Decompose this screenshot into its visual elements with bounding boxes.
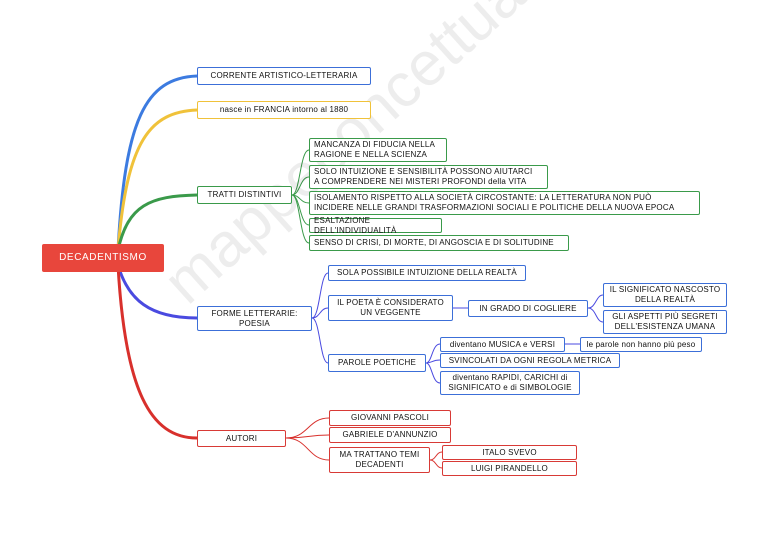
link-corrente	[116, 74, 198, 251]
tratti-item[interactable]: SENSO DI CRISI, DI MORTE, DI ANGOSCIA E …	[309, 235, 569, 251]
node-significato[interactable]: IL SIGNIFICATO NASCOSTO DELLA REALTÀ	[603, 283, 727, 307]
node-parole[interactable]: PAROLE POETICHE	[328, 354, 426, 372]
node-poeta[interactable]: IL POETA È CONSIDERATO UN VEGGENTE	[328, 295, 453, 321]
node-autori[interactable]: AUTORI	[197, 430, 286, 447]
node-rapidi[interactable]: diventano RAPIDI, CARICHI di SIGNIFICATO…	[440, 371, 580, 395]
link-forme	[116, 264, 198, 320]
node-nasce[interactable]: nasce in FRANCIA intorno al 1880	[197, 101, 371, 119]
node-grado[interactable]: IN GRADO DI COGLIERE	[468, 300, 588, 317]
node-svincolati[interactable]: SVINCOLATI DA OGNI REGOLA METRICA	[440, 353, 620, 368]
link-nasce	[116, 108, 198, 251]
node-aspetti[interactable]: GLI ASPETTI PIÙ SEGRETI DELL'ESISTENZA U…	[603, 310, 727, 334]
node-tratti[interactable]: TRATTI DISTINTIVI	[197, 186, 292, 204]
node-temi[interactable]: MA TRATTANO TEMI DECADENTI	[329, 447, 430, 473]
tratti-item[interactable]: MANCANZA DI FIDUCIA NELLA RAGIONE E NELL…	[309, 138, 447, 162]
node-pirandello[interactable]: LUIGI PIRANDELLO	[442, 461, 577, 476]
root-node[interactable]: DECADENTISMO	[42, 244, 164, 272]
node-svevo[interactable]: ITALO SVEVO	[442, 445, 577, 460]
node-peso[interactable]: le parole non hanno più peso	[580, 337, 702, 352]
link-tratti	[116, 193, 198, 251]
node-intuizione[interactable]: SOLA POSSIBILE INTUIZIONE DELLA REALTÀ	[328, 265, 526, 281]
link-autori	[116, 264, 198, 440]
node-corrente[interactable]: CORRENTE ARTISTICO-LETTERARIA	[197, 67, 371, 85]
node-dannunzio[interactable]: GABRIELE D'ANNUNZIO	[329, 427, 451, 443]
tratti-item[interactable]: SOLO INTUIZIONE E SENSIBILITÀ POSSONO AI…	[309, 165, 548, 189]
tratti-item[interactable]: ISOLAMENTO RISPETTO ALLA SOCIETÀ CIRCOST…	[309, 191, 700, 215]
node-pascoli[interactable]: GIOVANNI PASCOLI	[329, 410, 451, 426]
node-musica[interactable]: diventano MUSICA e VERSI	[440, 337, 565, 352]
tratti-item[interactable]: ESALTAZIONE DELL'INDIVIDUALITÀ	[309, 216, 442, 235]
node-forme[interactable]: FORME LETTERARIE: POESIA	[197, 306, 312, 331]
